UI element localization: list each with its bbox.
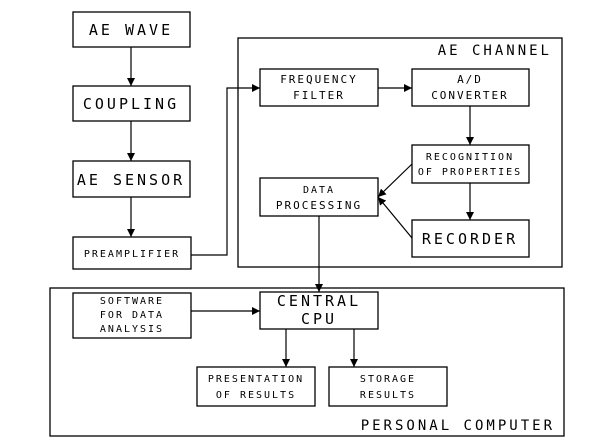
ad-converter-label-1: A/D <box>457 73 483 86</box>
recognition-label-1: RECOGNITION <box>426 152 514 163</box>
coupling-node: COUPLING <box>72 85 191 122</box>
storage-node: STORAGE RESULTS <box>328 366 448 407</box>
storage-label-1: STORAGE <box>360 374 416 385</box>
data-processing-node: DATA PROCESSING <box>259 177 379 217</box>
recognition-label-2: OF PROPERTIES <box>418 167 522 178</box>
coupling-label: COUPLING <box>83 95 179 113</box>
ad-converter-label-2: CONVERTER <box>431 89 509 102</box>
software-label-3: ANALYSIS <box>100 324 164 335</box>
presentation-label-1: PRESENTATION <box>208 374 304 385</box>
recognition-node: RECOGNITION OF PROPERTIES <box>411 144 530 184</box>
arrow-preamplifier-to-frequency-filter <box>191 84 260 256</box>
ae-channel-title: AE CHANNEL <box>438 43 552 59</box>
ae-sensor-node: AE SENSOR <box>72 160 191 198</box>
data-processing-label-2: PROCESSING <box>276 199 362 212</box>
personal-computer-group <box>49 287 565 437</box>
preamplifier-label: PREAMPLIFIER <box>84 249 180 260</box>
arrow-recorder-to-data-processing <box>377 196 413 239</box>
ad-converter-node: A/D CONVERTER <box>411 68 530 107</box>
ae-wave-node: AE WAVE <box>72 11 191 48</box>
ae-channel-group <box>237 37 563 268</box>
personal-computer-title: PERSONAL COMPUTER <box>361 418 555 434</box>
central-cpu-label-2: CPU <box>301 310 337 328</box>
storage-label-2: RESULTS <box>360 390 416 401</box>
software-node: SOFTWARE FOR DATA ANALYSIS <box>72 292 192 339</box>
central-cpu-label-1: CENTRAL <box>277 292 361 310</box>
ae-sensor-label: AE SENSOR <box>77 171 185 189</box>
recorder-label: RECORDER <box>422 230 518 248</box>
central-cpu-node: CENTRAL CPU <box>259 291 379 330</box>
frequency-filter-node: FREQUENCY FILTER <box>259 68 379 107</box>
presentation-node: PRESENTATION OF RESULTS <box>196 366 316 407</box>
data-processing-label-1: DATA <box>303 185 335 196</box>
ae-wave-label: AE WAVE <box>89 21 173 39</box>
software-label-2: FOR DATA <box>100 310 164 321</box>
recorder-node: RECORDER <box>411 219 530 258</box>
presentation-label-2: OF RESULTS <box>216 390 296 401</box>
frequency-filter-label-1: FREQUENCY <box>280 73 358 86</box>
preamplifier-node: PREAMPLIFIER <box>72 236 192 270</box>
frequency-filter-label-2: FILTER <box>293 89 345 102</box>
arrow-recognition-to-data-processing <box>377 163 413 198</box>
software-label-1: SOFTWARE <box>100 296 164 307</box>
